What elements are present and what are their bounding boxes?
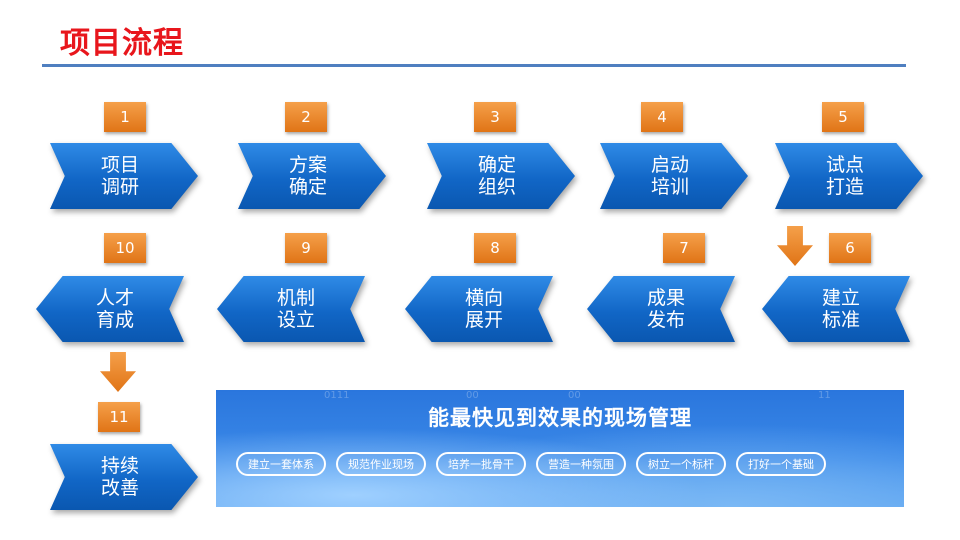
step-9-badge: 9 [285, 233, 327, 263]
decor-binary: 00 [568, 390, 581, 401]
step-4-line2: 培训 [651, 176, 689, 198]
step-9-line1: 机制 [277, 287, 315, 309]
step-7-badge: 7 [663, 233, 705, 263]
step-7-line1: 成果 [647, 287, 685, 309]
step-2-chevron: 方案确定 [238, 143, 386, 209]
step-11-line1: 持续 [101, 455, 139, 477]
step-8-line2: 展开 [465, 309, 503, 331]
step-8-line1: 横向 [465, 287, 503, 309]
step-5-line2: 打造 [826, 176, 864, 198]
step-1-badge: 1 [104, 102, 146, 132]
step-10-chevron: 人才育成 [36, 276, 184, 342]
step-2-badge: 2 [285, 102, 327, 132]
down-arrow-icon [777, 226, 813, 266]
title-underline [42, 64, 906, 67]
pill-item: 规范作业现场 [336, 452, 426, 476]
pill-item: 培养一批骨干 [436, 452, 526, 476]
pill-item: 树立一个标杆 [636, 452, 726, 476]
summary-panel: 0111 00 00 11 能最快见到效果的现场管理 建立一套体系 规范作业现场… [216, 390, 904, 507]
step-2-line2: 确定 [289, 176, 327, 198]
step-10-line2: 育成 [96, 309, 134, 331]
step-6-chevron: 建立标准 [762, 276, 910, 342]
step-4-chevron: 启动培训 [600, 143, 748, 209]
step-5-badge: 5 [822, 102, 864, 132]
page-title: 项目流程 [60, 18, 184, 62]
panel-title: 能最快见到效果的现场管理 [216, 402, 904, 432]
step-2-line1: 方案 [289, 154, 327, 176]
step-3-badge: 3 [474, 102, 516, 132]
step-5-chevron: 试点打造 [775, 143, 923, 209]
step-5-line1: 试点 [826, 154, 864, 176]
step-6-line2: 标准 [822, 309, 860, 331]
step-3-line1: 确定 [478, 154, 516, 176]
pill-row: 建立一套体系 规范作业现场 培养一批骨干 营造一种氛围 树立一个标杆 打好一个基… [236, 452, 826, 476]
pill-item: 建立一套体系 [236, 452, 326, 476]
step-10-line1: 人才 [96, 287, 134, 309]
decor-binary: 0111 [324, 390, 349, 401]
step-11-chevron: 持续改善 [50, 444, 198, 510]
step-3-line2: 组织 [478, 176, 516, 198]
pill-item: 打好一个基础 [736, 452, 826, 476]
decor-binary: 11 [818, 390, 831, 401]
step-4-line1: 启动 [651, 154, 689, 176]
step-10-badge: 10 [104, 233, 146, 263]
step-1-chevron: 项目调研 [50, 143, 198, 209]
step-7-chevron: 成果发布 [587, 276, 735, 342]
step-6-line1: 建立 [822, 287, 860, 309]
step-6-badge: 6 [829, 233, 871, 263]
step-8-chevron: 横向展开 [405, 276, 553, 342]
step-9-line2: 设立 [277, 309, 315, 331]
step-11-badge: 11 [98, 402, 140, 432]
step-9-chevron: 机制设立 [217, 276, 365, 342]
step-1-line1: 项目 [101, 154, 139, 176]
decor-binary: 00 [466, 390, 479, 401]
down-arrow-icon [100, 352, 136, 392]
step-3-chevron: 确定组织 [427, 143, 575, 209]
step-11-line2: 改善 [101, 477, 139, 499]
step-8-badge: 8 [474, 233, 516, 263]
pill-item: 营造一种氛围 [536, 452, 626, 476]
step-4-badge: 4 [641, 102, 683, 132]
step-1-line2: 调研 [101, 176, 139, 198]
step-7-line2: 发布 [647, 309, 685, 331]
